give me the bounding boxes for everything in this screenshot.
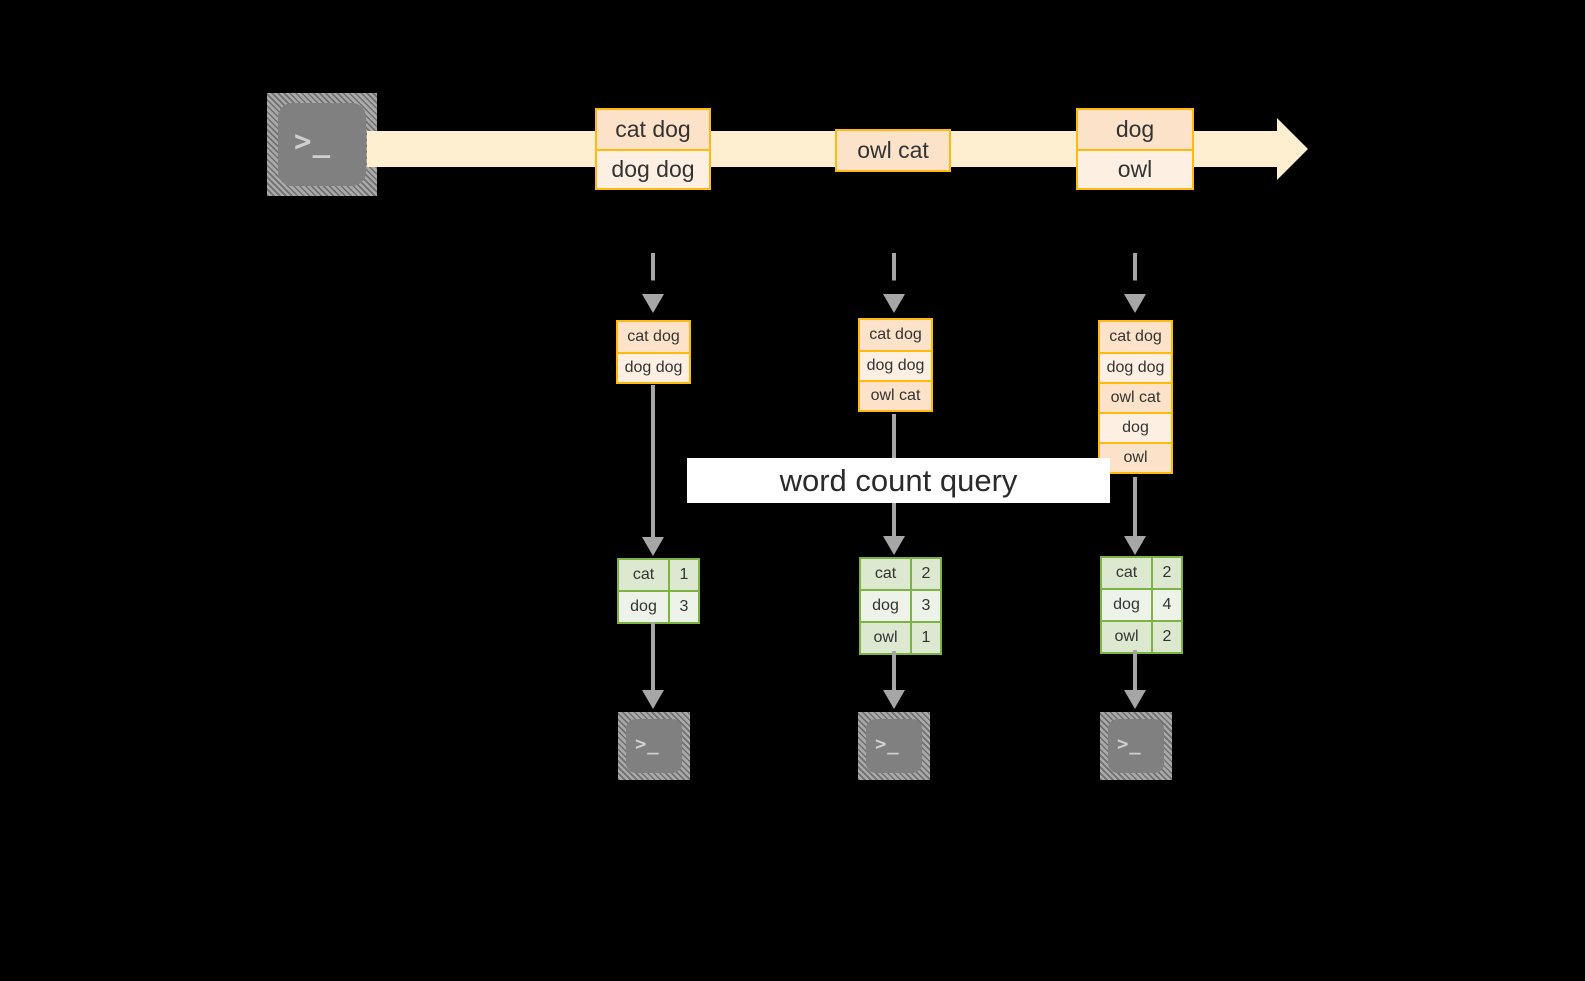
result-table[interactable]: cat 1 dog 3 xyxy=(617,558,700,624)
query-connector xyxy=(1133,477,1137,539)
result-count: 3 xyxy=(910,591,940,621)
stream-event-line: owl cat xyxy=(837,131,949,170)
result-count: 3 xyxy=(668,592,698,622)
result-table[interactable]: cat 2 dog 3 owl 1 xyxy=(859,557,942,655)
result-count: 2 xyxy=(1151,622,1181,652)
snapshot-feed-connector xyxy=(1133,253,1137,297)
stream-event-line: dog xyxy=(1078,110,1192,149)
sink-terminal-icon: >_ xyxy=(858,712,930,780)
snapshot-row: cat dog xyxy=(1100,322,1171,352)
arrowhead-icon xyxy=(642,537,664,556)
snapshot-row: owl cat xyxy=(1100,382,1171,412)
snapshot-row: dog dog xyxy=(618,352,689,382)
arrowhead-icon xyxy=(883,690,905,709)
table-row: dog 3 xyxy=(619,590,698,622)
snapshot-row: dog xyxy=(1100,412,1171,442)
sink-connector xyxy=(892,651,896,692)
terminal-prompt-glyph: >_ xyxy=(635,733,660,755)
source-terminal-icon: >_ xyxy=(267,93,377,196)
result-count: 4 xyxy=(1151,590,1181,620)
result-table[interactable]: cat 2 dog 4 owl 2 xyxy=(1100,556,1183,654)
snapshot-feed-connector xyxy=(892,253,896,297)
table-row: owl 1 xyxy=(861,621,940,653)
snapshot-row: dog dog xyxy=(1100,352,1171,382)
result-count: 1 xyxy=(668,560,698,590)
snapshot-box[interactable]: cat dog dog dog owl cat dog owl xyxy=(1098,320,1173,474)
result-count: 2 xyxy=(910,559,940,589)
result-count: 2 xyxy=(1151,558,1181,588)
table-row: owl 2 xyxy=(1102,620,1181,652)
table-row: cat 2 xyxy=(861,559,940,589)
snapshot-row: cat dog xyxy=(860,320,931,350)
table-row: cat 2 xyxy=(1102,558,1181,588)
snapshot-feed-connector xyxy=(651,253,655,297)
terminal-prompt-glyph: >_ xyxy=(875,733,900,755)
query-label-banner: word count query xyxy=(687,458,1110,503)
sink-connector xyxy=(1133,650,1137,692)
table-row: dog 3 xyxy=(861,589,940,621)
result-count: 1 xyxy=(910,623,940,653)
sink-terminal-icon: >_ xyxy=(1100,712,1172,780)
result-word: dog xyxy=(1102,590,1151,620)
snapshot-row: owl cat xyxy=(860,380,931,410)
terminal-face xyxy=(626,719,682,773)
result-word: owl xyxy=(1102,622,1151,652)
result-word: owl xyxy=(861,623,910,653)
terminal-prompt-glyph: >_ xyxy=(294,124,332,158)
query-label-text: word count query xyxy=(779,462,1018,498)
terminal-face xyxy=(866,719,922,773)
result-word: dog xyxy=(619,592,668,622)
query-connector xyxy=(651,385,655,540)
stream-event-line: owl xyxy=(1078,149,1192,188)
stream-arrow-head xyxy=(1277,118,1308,180)
stream-event-box[interactable]: owl cat xyxy=(835,129,951,172)
table-row: dog 4 xyxy=(1102,588,1181,620)
sink-terminal-icon: >_ xyxy=(618,712,690,780)
result-word: cat xyxy=(619,560,668,590)
sink-connector xyxy=(651,622,655,692)
snapshot-box[interactable]: cat dog dog dog owl cat xyxy=(858,318,933,412)
stream-event-line: cat dog xyxy=(597,110,709,149)
result-word: cat xyxy=(861,559,910,589)
arrowhead-icon xyxy=(642,294,664,313)
terminal-prompt-glyph: >_ xyxy=(1117,733,1142,755)
arrowhead-icon xyxy=(1124,294,1146,313)
arrowhead-icon xyxy=(883,294,905,313)
result-word: dog xyxy=(861,591,910,621)
stream-event-line: dog dog xyxy=(597,149,709,188)
stream-event-box[interactable]: cat dog dog dog xyxy=(595,108,711,190)
arrowhead-icon xyxy=(642,690,664,709)
terminal-face xyxy=(1108,719,1164,773)
snapshot-row: cat dog xyxy=(618,322,689,352)
result-word: cat xyxy=(1102,558,1151,588)
snapshot-row: owl xyxy=(1100,442,1171,472)
table-row: cat 1 xyxy=(619,560,698,590)
terminal-face xyxy=(278,103,366,186)
snapshot-box[interactable]: cat dog dog dog xyxy=(616,320,691,384)
arrowhead-icon xyxy=(883,536,905,555)
stream-event-box[interactable]: dog owl xyxy=(1076,108,1194,190)
snapshot-row: dog dog xyxy=(860,350,931,380)
arrowhead-icon xyxy=(1124,690,1146,709)
arrowhead-icon xyxy=(1124,536,1146,555)
